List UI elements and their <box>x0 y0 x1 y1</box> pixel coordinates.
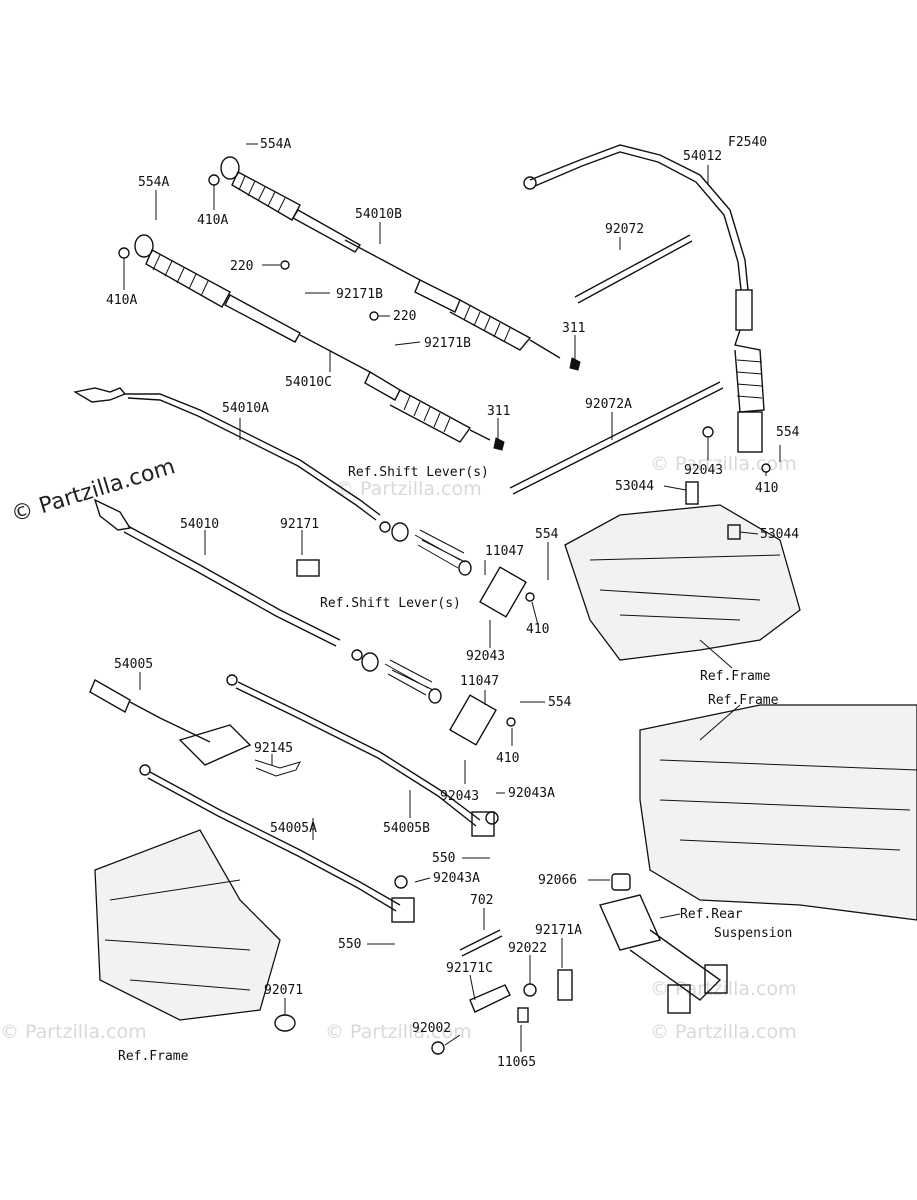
label-ref-shift-lever-2: Ref.Shift Lever(s) <box>320 596 461 611</box>
cable-54012 <box>523 144 765 453</box>
faint-watermark-1: © Partzilla.com <box>0 1021 147 1043</box>
label-54010a: 54010A <box>222 401 269 416</box>
label-92171b-a: 92171B <box>336 287 383 302</box>
label-ref-frame-1: Ref.Frame <box>700 669 771 684</box>
linkage-parts <box>431 929 573 1055</box>
rear-suspension <box>599 894 728 1014</box>
label-54012: 54012 <box>683 149 722 164</box>
label-92066: 92066 <box>538 873 577 888</box>
label-54010c: 54010C <box>285 375 332 390</box>
label-554-right: 554 <box>776 425 800 440</box>
callout-labels: F2540 554A 554A 410A 410A 54010B 220 921… <box>106 135 800 1070</box>
label-92072: 92072 <box>605 222 644 237</box>
label-92145: 92145 <box>254 741 293 756</box>
label-410-right: 410 <box>755 481 778 496</box>
label-ref-rear-1: Ref.Rear <box>680 907 743 922</box>
label-ref-frame-3: Ref.Frame <box>118 1049 189 1064</box>
shift-lever-parts-lower <box>351 649 497 746</box>
label-92022: 92022 <box>508 941 547 956</box>
label-11047-b: 11047 <box>460 674 499 689</box>
frame-lower-right <box>611 704 917 921</box>
label-550-b: 550 <box>338 937 361 952</box>
faint-watermark-2: © Partzilla.com <box>325 1021 472 1043</box>
label-554a-left: 554A <box>138 175 169 190</box>
label-702: 702 <box>470 893 493 908</box>
leader-lines <box>123 143 781 1052</box>
label-550-a: 550 <box>432 851 455 866</box>
faint-watermarks: © Partzilla.com © Partzilla.com © Partzi… <box>0 453 797 1043</box>
label-554-low: 554 <box>548 695 572 710</box>
label-311-b: 311 <box>487 404 510 419</box>
shift-lever-parts-upper <box>379 521 527 618</box>
label-53044-a: 53044 <box>615 479 654 494</box>
label-311-a: 311 <box>562 321 585 336</box>
label-ref-shift-lever-1: Ref.Shift Lever(s) <box>348 465 489 480</box>
figure-code: F2540 <box>728 135 767 150</box>
label-54005a: 54005A <box>270 821 317 836</box>
label-92171b-b: 92171B <box>424 336 471 351</box>
cable-54010c <box>134 234 505 451</box>
faint-watermark-5: © Partzilla.com <box>335 478 482 500</box>
label-92043a-a: 92043A <box>508 786 555 801</box>
faint-watermark-4: © Partzilla.com <box>650 453 797 475</box>
label-220-a: 220 <box>230 259 253 274</box>
label-11047-a: 11047 <box>485 544 524 559</box>
label-410-low: 410 <box>496 751 519 766</box>
label-54005b: 54005B <box>383 821 430 836</box>
faint-watermark-6: © Partzilla.com <box>650 978 797 1000</box>
label-410a-top: 410A <box>197 213 228 228</box>
label-92171: 92171 <box>280 517 319 532</box>
label-54005: 54005 <box>114 657 153 672</box>
label-11065: 11065 <box>497 1055 536 1070</box>
rod-92072a <box>509 381 721 489</box>
label-92002: 92002 <box>412 1021 451 1036</box>
label-92043a-b: 92043A <box>433 871 480 886</box>
cable-54010a <box>73 387 381 521</box>
label-92043-low: 92043 <box>440 789 479 804</box>
label-54010b: 54010B <box>355 207 402 222</box>
label-92171c: 92171C <box>446 961 493 976</box>
cable-54010 <box>93 498 341 647</box>
label-92071: 92071 <box>264 983 303 998</box>
label-220-b: 220 <box>393 309 416 324</box>
label-54010: 54010 <box>180 517 219 532</box>
cable-54010b <box>220 156 581 371</box>
label-ref-rear-2: Suspension <box>714 926 792 941</box>
cable-54005 <box>89 678 301 777</box>
label-92043-right: 92043 <box>684 463 723 478</box>
label-92072a: 92072A <box>585 397 632 412</box>
label-554-mid: 554 <box>535 527 559 542</box>
partzilla-watermark: © Partzilla.com <box>8 454 178 528</box>
frame-upper-right <box>564 504 801 661</box>
label-53044-b: 53044 <box>760 527 799 542</box>
frame-lower-left <box>94 829 296 1032</box>
label-410-mid: 410 <box>526 622 549 637</box>
label-92171a: 92171A <box>535 923 582 938</box>
cable-54005a <box>139 764 415 923</box>
label-ref-frame-2: Ref.Frame <box>708 693 779 708</box>
label-92043-mid: 92043 <box>466 649 505 664</box>
label-554a-top: 554A <box>260 137 291 152</box>
label-410a-left: 410A <box>106 293 137 308</box>
rod-92072 <box>574 234 691 298</box>
faint-watermark-3: © Partzilla.com <box>650 1021 797 1043</box>
